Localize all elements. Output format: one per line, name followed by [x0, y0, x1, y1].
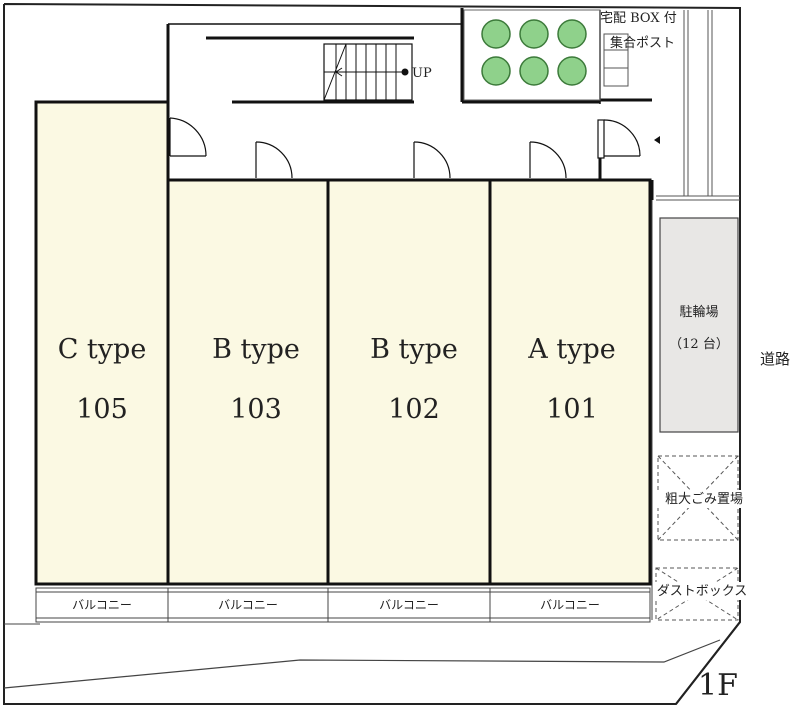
road-label: 道路	[760, 350, 790, 368]
balcony-label: バルコニー	[218, 598, 278, 612]
dust-box-label: ダストボックス	[657, 584, 748, 599]
unit-105: C type 105	[34, 100, 170, 586]
unit-number: 103	[230, 394, 282, 425]
unit-type-label: B type	[370, 334, 458, 365]
delivery-box-line1: 宅配 BOX 付	[600, 11, 677, 26]
road-edge-lines	[656, 10, 740, 201]
bicycle-parking-label: 駐輪場	[679, 304, 718, 320]
unit-number: 101	[546, 394, 598, 425]
unit-103: B type 103	[166, 178, 330, 586]
bicycle-parking: 駐輪場 （12 台）	[659, 217, 739, 433]
unit-type-label: C type	[58, 334, 147, 365]
floor-label: 1F	[698, 668, 738, 703]
right-lot-line	[675, 621, 741, 705]
balcony-label: バルコニー	[379, 598, 439, 612]
unit-type-label: A type	[527, 334, 615, 365]
bicycle-parking-capacity: （12 台）	[669, 337, 729, 352]
unit-number: 105	[76, 394, 128, 425]
balcony-label: バルコニー	[540, 598, 600, 612]
unit-101: A type 101	[488, 178, 652, 586]
unit-102: B type 102	[326, 178, 492, 586]
unit-number: 102	[388, 394, 440, 425]
mailbox-unit	[603, 33, 629, 87]
tree-icon	[481, 19, 587, 86]
entrance-arrow-icon	[654, 136, 660, 144]
balconies	[35, 587, 651, 623]
lower-lot-line	[3, 639, 721, 689]
doors	[169, 117, 641, 179]
planting-area	[463, 9, 601, 101]
balcony-label: バルコニー	[72, 598, 132, 612]
bulky-waste-label: 粗大ごみ置場	[665, 491, 743, 507]
staircase	[323, 43, 413, 101]
delivery-box-line2: 集合ポスト	[610, 35, 675, 51]
stairs-up-label: UP	[412, 66, 432, 81]
unit-type-label: B type	[212, 334, 300, 365]
